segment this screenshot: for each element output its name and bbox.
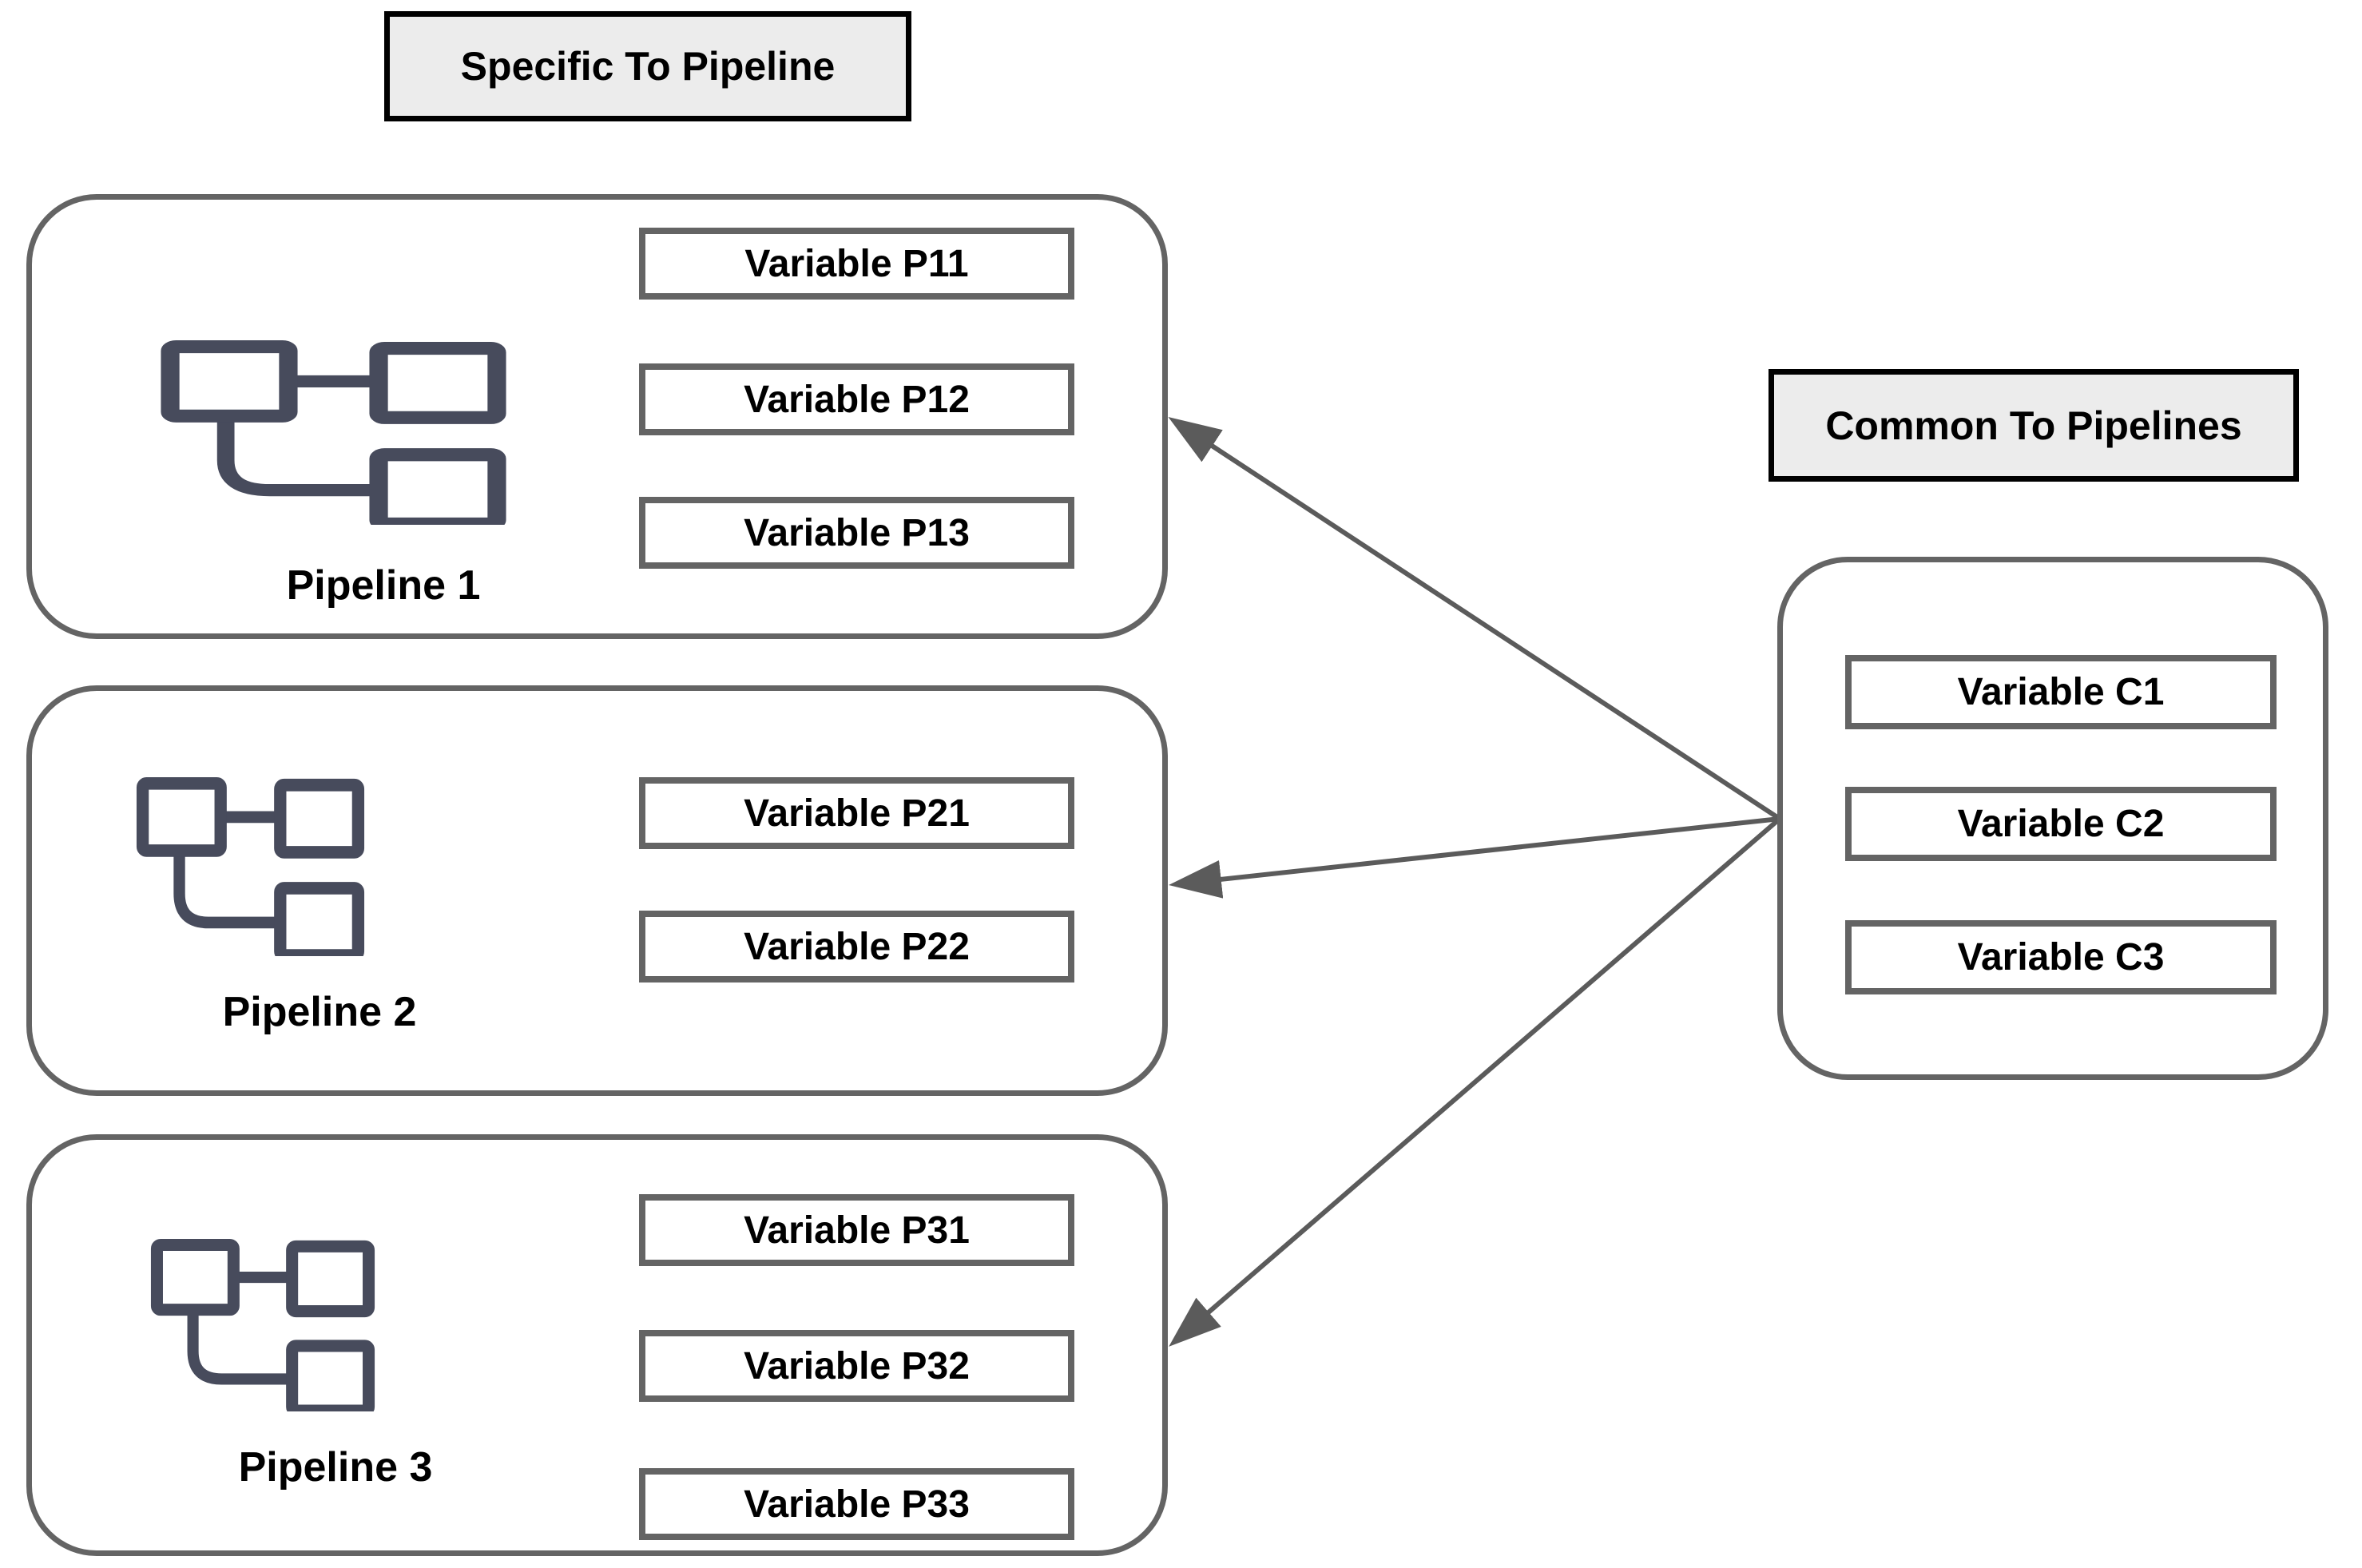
variable-label: Variable P11 (744, 242, 969, 285)
variable-label: Variable P22 (744, 925, 970, 968)
header-specific-label: Specific To Pipeline (460, 44, 836, 89)
variable-label: Variable P32 (744, 1344, 970, 1387)
arrow-common-to-pipeline-3 (1169, 816, 1781, 1347)
variable-label: Variable P13 (744, 511, 970, 554)
pipeline-flow-icon (161, 340, 506, 525)
pipeline-flow-icon (150, 1238, 375, 1411)
variable-box-p33: Variable P33 (639, 1468, 1074, 1540)
variable-box-p11: Variable P11 (639, 228, 1074, 300)
variable-box-p31: Variable P31 (639, 1194, 1074, 1266)
variable-label: Variable P33 (744, 1483, 970, 1526)
variable-box-c3: Variable C3 (1845, 920, 2277, 994)
arrow-common-to-pipeline-2 (1169, 816, 1780, 899)
pipeline-3-label: Pipeline 3 (238, 1444, 433, 1491)
pipeline-1-label: Pipeline 1 (286, 562, 481, 609)
variable-box-p22: Variable P22 (639, 911, 1074, 982)
variable-box-c1: Variable C1 (1845, 655, 2277, 729)
pipeline-flow-icon (136, 776, 365, 956)
header-common-label: Common To Pipelines (1825, 403, 2242, 448)
variable-label: Variable P31 (744, 1209, 970, 1252)
variable-box-c2: Variable C2 (1845, 787, 2277, 861)
variable-label: Variable P12 (744, 378, 970, 421)
variable-label: Variable C1 (1957, 671, 2165, 713)
header-specific-to-pipeline: Specific To Pipeline (384, 11, 911, 121)
variable-box-p13: Variable P13 (639, 497, 1074, 569)
header-common-to-pipelines: Common To Pipelines (1769, 369, 2299, 482)
variable-box-p32: Variable P32 (639, 1330, 1074, 1402)
variable-box-p12: Variable P12 (639, 363, 1074, 435)
variable-label: Variable P21 (744, 792, 970, 835)
variable-label: Variable C3 (1957, 936, 2165, 979)
variable-box-p21: Variable P21 (639, 777, 1074, 849)
pipeline-2-container (26, 685, 1168, 1096)
variable-label: Variable C2 (1957, 803, 2165, 845)
arrow-common-to-pipeline-1 (1168, 417, 1781, 821)
pipeline-2-label: Pipeline 2 (222, 989, 417, 1035)
